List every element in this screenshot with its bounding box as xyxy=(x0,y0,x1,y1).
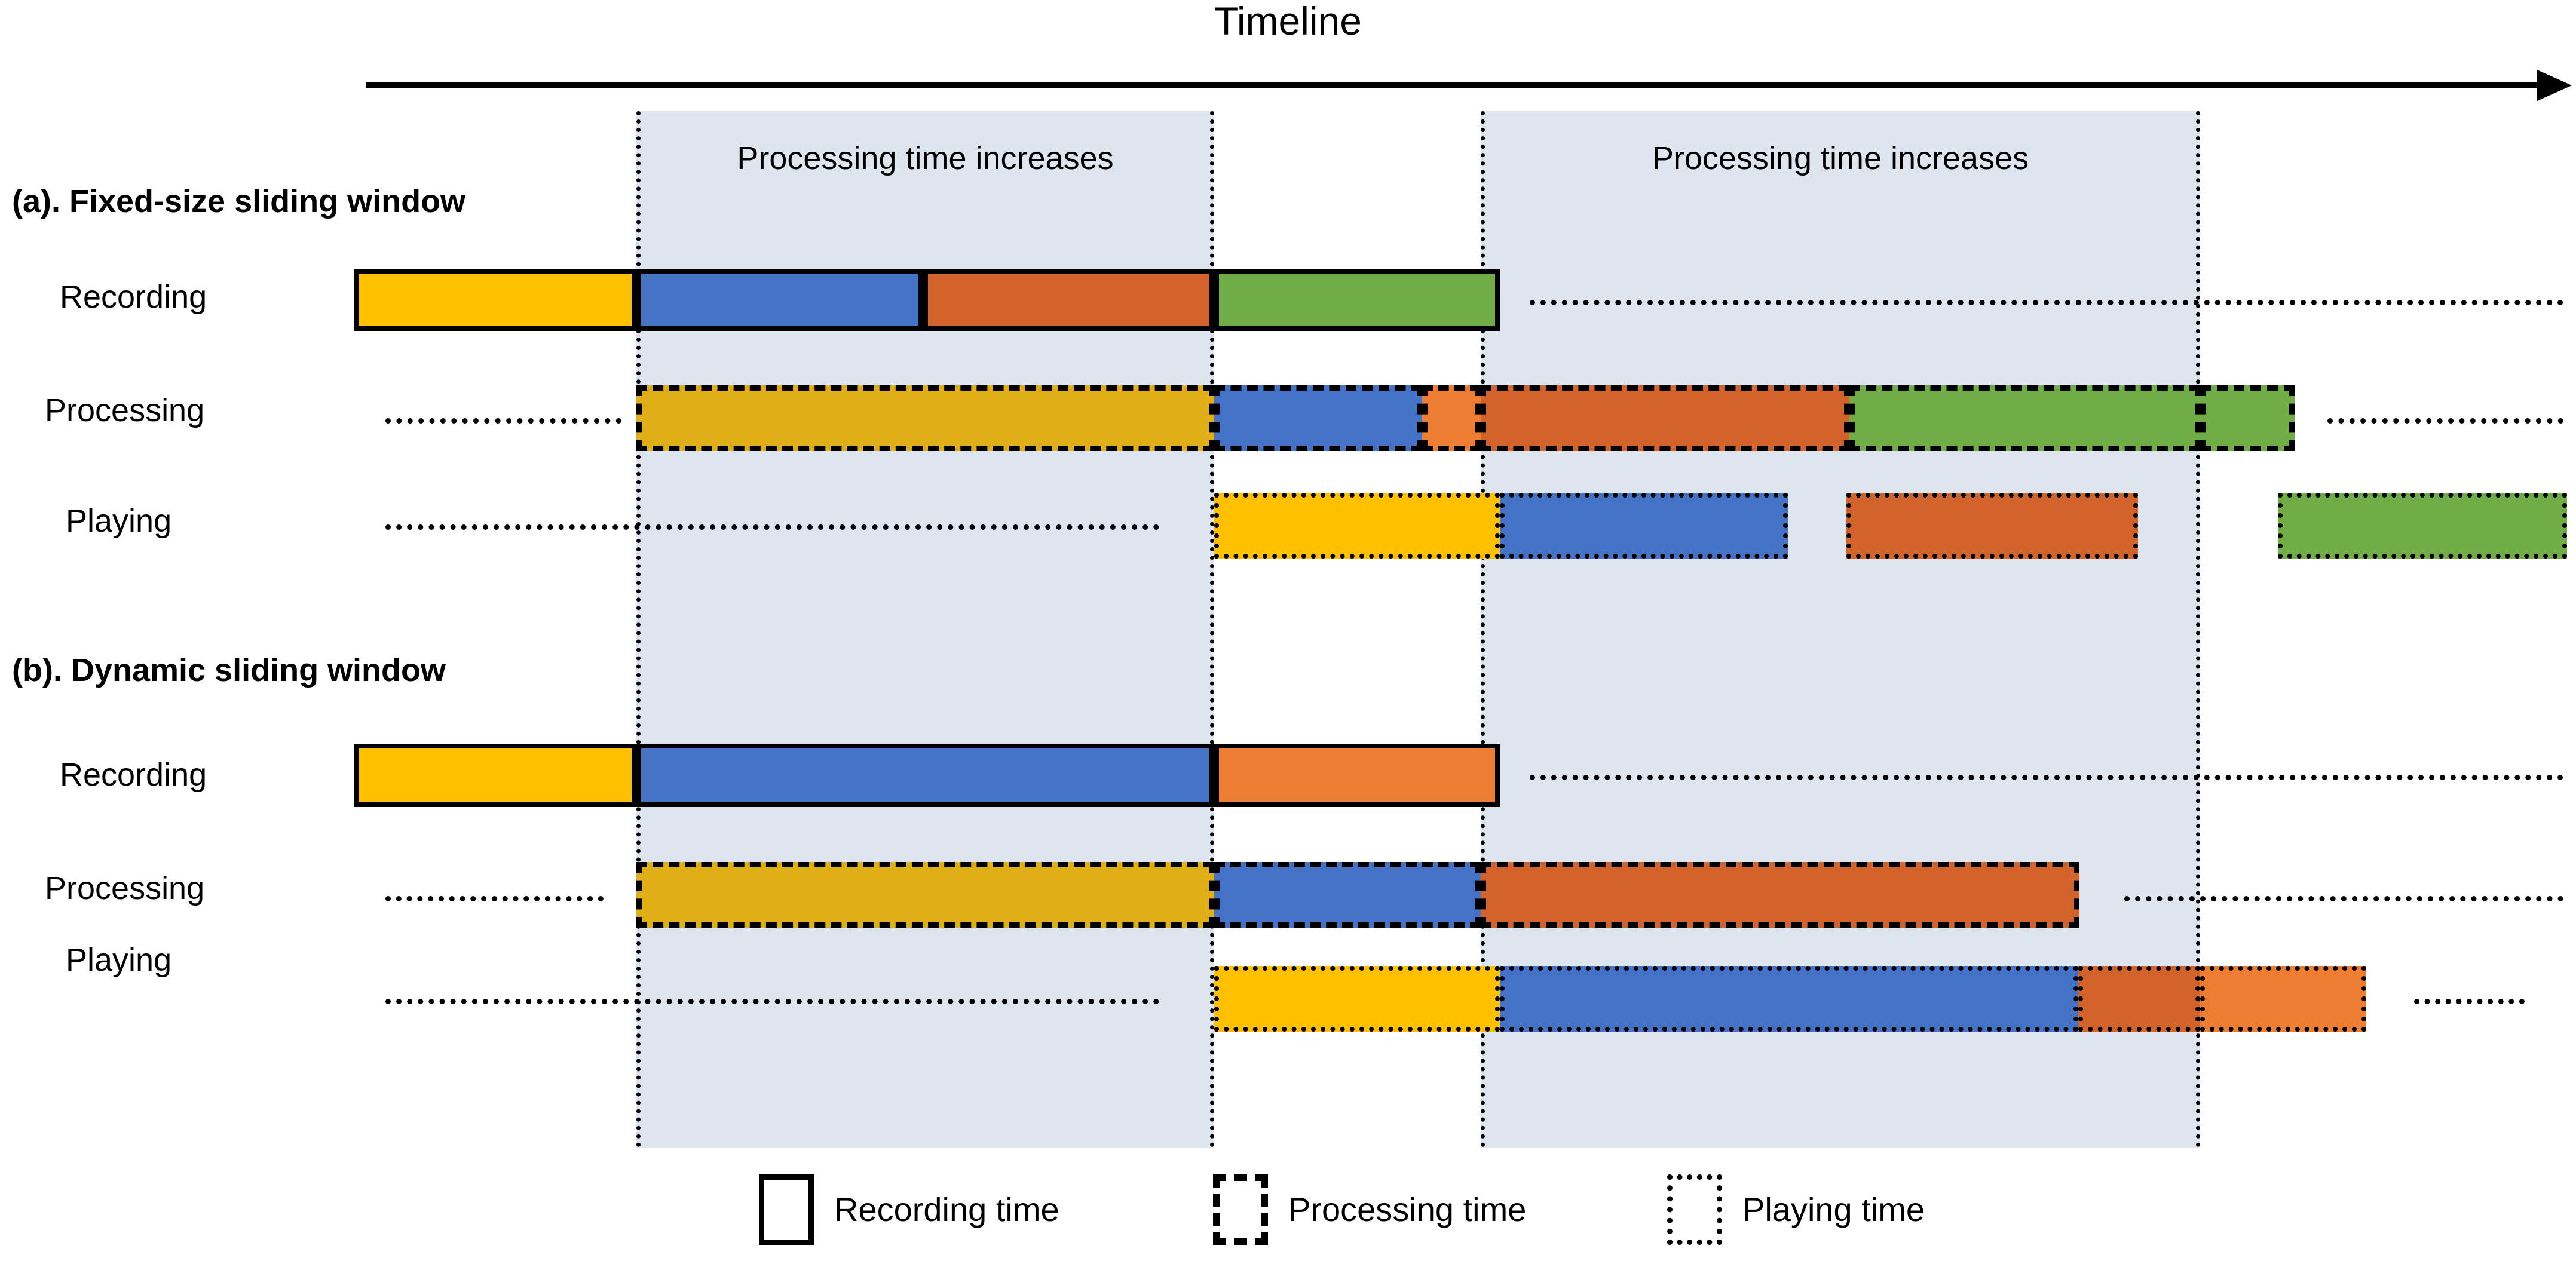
legend-label-recording: Recording time xyxy=(834,1191,1059,1228)
row-label-b-playing: Playing xyxy=(66,942,172,978)
bar-a-processing-orange xyxy=(1481,385,1849,451)
arrow-right-icon xyxy=(2537,70,2572,101)
bar-a-processing-blue xyxy=(1214,385,1422,451)
bar-a-playing-blue xyxy=(1500,493,1788,559)
bar-a-processing-yellow xyxy=(636,385,1214,451)
row-label-a-processing: Processing xyxy=(45,392,205,428)
legend-label-playing: Playing time xyxy=(1742,1191,1925,1228)
dotted-box-icon xyxy=(1667,1174,1722,1245)
legend-item-recording: Recording time xyxy=(759,1168,1059,1251)
dots-b-playing-left xyxy=(385,999,1159,1004)
legend-item-playing: Playing time xyxy=(1667,1168,1925,1251)
dots-a-playing-left xyxy=(385,524,1159,530)
bar-a-playing-orange xyxy=(1846,493,2138,559)
row-label-a-recording: Recording xyxy=(60,279,207,315)
dashed-box-icon xyxy=(1213,1174,1268,1245)
bar-b-recording-yellow xyxy=(354,744,636,807)
bar-b-processing-yellow xyxy=(636,862,1214,928)
bar-a-playing-yellow xyxy=(1214,493,1500,559)
row-label-a-playing: Playing xyxy=(66,503,172,539)
bar-a-recording-orange xyxy=(923,269,1214,331)
dots-b-processing-left xyxy=(385,896,604,901)
solid-box-icon xyxy=(759,1174,814,1245)
section-caption-a: (a). Fixed-size sliding window xyxy=(12,183,466,219)
bar-b-processing-orange xyxy=(1481,862,2079,928)
bar-b-processing-blue xyxy=(1214,862,1481,928)
bar-a-recording-blue xyxy=(636,269,923,331)
dots-b-processing-right xyxy=(2124,896,2563,901)
dots-a-processing-right xyxy=(2327,418,2563,424)
bar-a-processing-orange-bright xyxy=(1422,385,1481,451)
bar-b-playing-orange-dim xyxy=(2078,966,2200,1032)
band-label-2: Processing time increases xyxy=(1652,140,2029,176)
bar-b-playing-yellow xyxy=(1214,966,1500,1032)
section-caption-b: (b). Dynamic sliding window xyxy=(12,652,446,688)
bar-a-playing-green xyxy=(2278,493,2567,559)
row-label-b-recording: Recording xyxy=(60,757,207,793)
dots-b-playing-right xyxy=(2414,999,2525,1004)
bar-a-processing-green xyxy=(1849,385,2200,451)
processing-band-1 xyxy=(636,111,1214,1148)
dots-b-recording xyxy=(1530,775,2563,780)
bar-b-recording-orange xyxy=(1214,744,1500,807)
bar-b-recording-blue xyxy=(636,744,1214,807)
bar-a-processing-green-tail xyxy=(2200,385,2295,451)
legend-item-processing: Processing time xyxy=(1213,1168,1526,1251)
legend-label-processing: Processing time xyxy=(1288,1191,1527,1228)
row-label-b-processing: Processing xyxy=(45,870,205,906)
legend: Recording time Processing time Playing t… xyxy=(0,1168,2576,1251)
timeline-axis-line xyxy=(366,82,2541,88)
dots-a-processing-left xyxy=(385,418,621,424)
bar-a-recording-yellow xyxy=(354,269,636,331)
page-title: Timeline xyxy=(1214,0,1362,43)
bar-b-playing-blue xyxy=(1500,966,2078,1032)
band-label-1: Processing time increases xyxy=(737,140,1114,176)
dots-a-recording xyxy=(1530,300,2563,305)
bar-a-recording-green xyxy=(1214,269,1500,331)
bar-b-playing-orange xyxy=(2200,966,2366,1032)
